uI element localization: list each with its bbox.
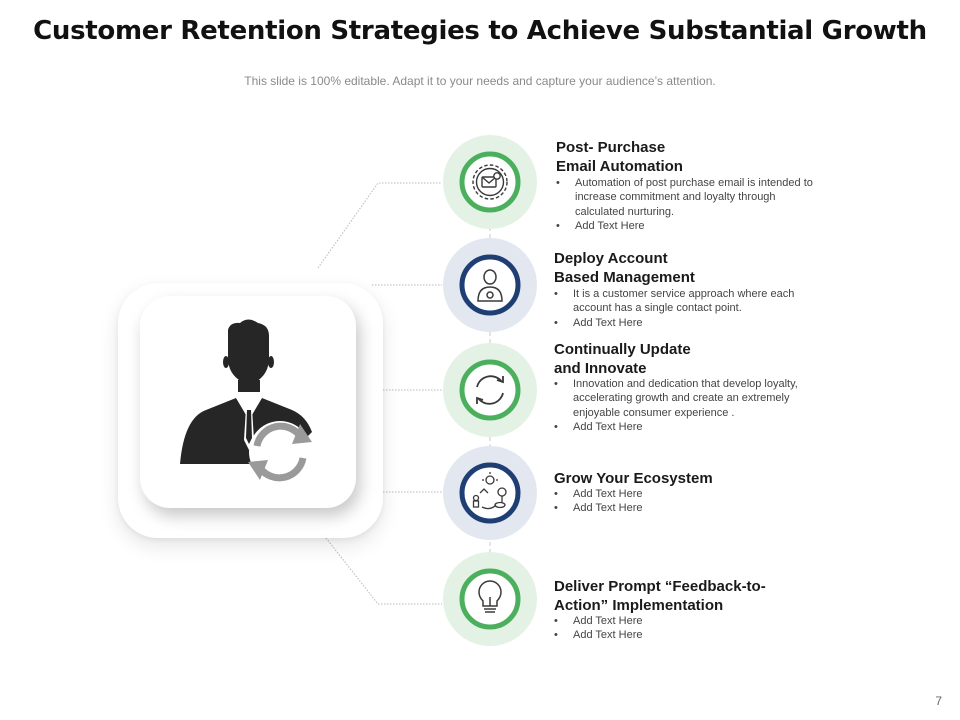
- item-5-badge: [443, 552, 537, 646]
- refresh-icon: [476, 375, 504, 405]
- item-3-bullets: Innovation and dedication that develop l…: [554, 377, 824, 434]
- item-2-bullets: It is a customer service approach where …: [554, 287, 822, 330]
- item-1-badge: [443, 135, 537, 229]
- bullet: Add Text Here: [554, 628, 824, 643]
- bullet: Add Text Here: [554, 501, 824, 516]
- bullet: Innovation and dedication that develop l…: [554, 377, 824, 420]
- page-number: 7: [935, 694, 942, 708]
- item-2-badge: [443, 238, 537, 332]
- bullet: Add Text Here: [554, 614, 824, 629]
- item-4-title: Grow Your Ecosystem: [554, 470, 713, 487]
- businessman-icon: [180, 319, 312, 483]
- rotating-arrows-icon: [248, 421, 312, 483]
- item-3-badge: [443, 343, 537, 437]
- item-4-badge: [443, 446, 537, 540]
- item-4-bullets: Add Text Here Add Text Here: [554, 487, 824, 516]
- bullet: Add Text Here: [556, 219, 824, 234]
- account-manager-icon: [477, 269, 503, 302]
- bullet: Add Text Here: [554, 420, 824, 435]
- bullet: It is a customer service approach where …: [554, 287, 822, 316]
- item-5-bullets: Add Text Here Add Text Here: [554, 614, 824, 643]
- item-5-title: Deliver Prompt “Feedback-to-Action” Impl…: [554, 578, 766, 614]
- gear-email-icon: [472, 164, 508, 200]
- connector-line-1: [317, 182, 442, 269]
- connector-line-5: [325, 537, 442, 605]
- bullet: Add Text Here: [554, 316, 822, 331]
- slide-subtitle: This slide is 100% editable. Adapt it to…: [244, 74, 716, 88]
- bullet: Add Text Here: [554, 487, 824, 502]
- bullet: Automation of post purchase email is int…: [556, 176, 824, 219]
- ecosystem-icon: [472, 472, 507, 510]
- item-1-bullets: Automation of post purchase email is int…: [556, 176, 824, 233]
- lightbulb-icon: [478, 580, 502, 613]
- slide-title: Customer Retention Strategies to Achieve…: [33, 16, 927, 46]
